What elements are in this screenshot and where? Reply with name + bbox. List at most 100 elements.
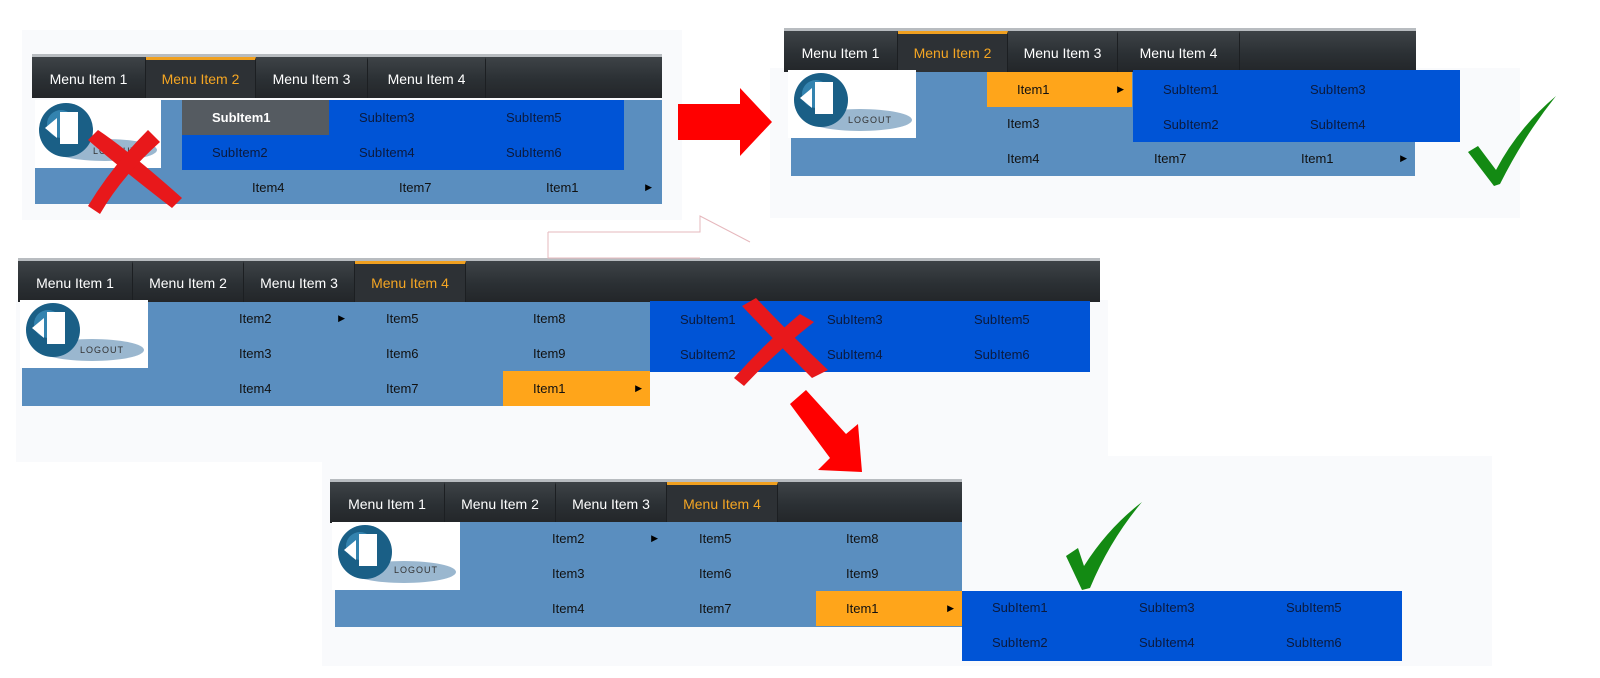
panel-3-item-4[interactable]: Item4 [239,381,272,396]
panel-1-subitem-5[interactable]: SubItem5 [506,110,562,125]
panel-3-item-8[interactable]: Item8 [533,311,566,326]
panel-4-subitem-1[interactable]: SubItem1 [992,600,1048,615]
panel-1-navbar: Menu Item 1 Menu Item 2 Menu Item 3 Menu… [32,54,662,98]
panel-3-tab-menu-item-2[interactable]: Menu Item 2 [133,261,244,302]
panel-4-tab-menu-item-2[interactable]: Menu Item 2 [445,482,556,523]
submenu-arrow-icon: ▶ [635,383,642,393]
panel-2-item-7[interactable]: Item7 [1154,151,1187,166]
panel-2-item-3[interactable]: Item3 [1007,116,1040,131]
panel-4-subitem-3[interactable]: SubItem3 [1139,600,1195,615]
panel-3-item-5[interactable]: Item5 [386,311,419,326]
panel-1-subitem-6[interactable]: SubItem6 [506,145,562,160]
panel-2-submenu [1133,70,1460,142]
panel-3-wrong-cross-icon [734,298,828,386]
panel-2-subitem-3[interactable]: SubItem3 [1310,82,1366,97]
panel-3-item-2[interactable]: Item2 ▶ [239,301,351,336]
panel-3-subitem-2[interactable]: SubItem2 [680,347,736,362]
panel-2-logout-logo[interactable]: LOGOUT [788,70,916,138]
panel-4-tab-menu-item-4[interactable]: Menu Item 4 [667,482,778,523]
panel-4-logout-logo[interactable]: LOGOUT [332,522,460,590]
panel-4-correct-check-icon [1066,502,1142,590]
panel-2-item-1-label: Item1 [1017,82,1050,97]
panel-4-tab-menu-item-1[interactable]: Menu Item 1 [330,482,445,523]
panel-3-tab-menu-item-1[interactable]: Menu Item 1 [18,261,133,302]
panel-4-subitem-4[interactable]: SubItem4 [1139,635,1195,650]
panel-4-tab-menu-item-3[interactable]: Menu Item 3 [556,482,667,523]
panel-1-tab-menu-item-2[interactable]: Menu Item 2 [146,57,256,98]
panel-2-item-1-bottom[interactable]: Item1 ▶ [1301,141,1413,176]
panel-3-tab-menu-item-3[interactable]: Menu Item 3 [244,261,355,302]
panel-3-item-3[interactable]: Item3 [239,346,272,361]
panel-3-subitem-3[interactable]: SubItem3 [827,312,883,327]
panel-4-submenu [962,591,1402,661]
panel-4-navbar: Menu Item 1 Menu Item 2 Menu Item 3 Menu… [330,479,962,523]
down-arrow-icon [790,390,862,472]
panel-4-item-4[interactable]: Item4 [552,601,585,616]
submenu-arrow-icon: ▶ [947,603,954,613]
logout-globe-icon [338,525,456,583]
panel-3-subitem-4[interactable]: SubItem4 [827,347,883,362]
panel-2-correct-check-icon [1468,96,1556,186]
panel-2-item-1[interactable]: Item1 ▶ [987,72,1132,107]
panel-4-subitem-6[interactable]: SubItem6 [1286,635,1342,650]
panel-1-subitem-1-label: SubItem1 [212,110,271,125]
panel-1-subitem-1[interactable]: SubItem1 [182,100,329,135]
panel-4-subitem-2[interactable]: SubItem2 [992,635,1048,650]
submenu-arrow-icon: ▶ [651,533,658,543]
panel-4-item-2[interactable]: Item2 ▶ [552,521,664,556]
panel-3-logout-label: LOGOUT [80,345,125,355]
panel-1-item-4[interactable]: Item4 [252,180,285,195]
panel-3-item-6[interactable]: Item6 [386,346,419,361]
logout-globe-icon [39,103,157,161]
panel-1-item-7[interactable]: Item7 [399,180,432,195]
panel-4-item-9[interactable]: Item9 [846,566,879,581]
panel-3-item-9[interactable]: Item9 [533,346,566,361]
panel-2-tab-menu-item-2[interactable]: Menu Item 2 [898,31,1008,72]
panel-4-item-1[interactable]: Item1 ▶ [816,591,962,626]
panel-3-submenu [650,301,1090,372]
panel-2-subitem-4[interactable]: SubItem4 [1310,117,1366,132]
panel-2-tab-menu-item-1[interactable]: Menu Item 1 [784,31,898,72]
panel-2-item-4[interactable]: Item4 [1007,151,1040,166]
panel-3-subitem-1[interactable]: SubItem1 [680,312,736,327]
panel-4-item-7[interactable]: Item7 [699,601,732,616]
panel-2-subitem-1[interactable]: SubItem1 [1163,82,1219,97]
panel-1-wrong-cross-icon [88,130,182,214]
panel-3-item-1-label: Item1 [533,381,566,396]
panel-4-item-8[interactable]: Item8 [846,531,879,546]
panel-4-item-1-label: Item1 [846,601,879,616]
panel-4-subitem-5[interactable]: SubItem5 [1286,600,1342,615]
panel-2-tab-menu-item-4[interactable]: Menu Item 4 [1118,31,1240,72]
panel-3-item-2-label: Item2 [239,311,272,326]
panel-1-tab-menu-item-3[interactable]: Menu Item 3 [256,57,368,98]
submenu-arrow-icon: ▶ [338,313,345,323]
logout-globe-icon [26,303,144,361]
panel-3-tab-menu-item-4[interactable]: Menu Item 4 [355,261,466,302]
panel-2-tab-menu-item-3[interactable]: Menu Item 3 [1008,31,1118,72]
panel-1-item-1[interactable]: Item1 ▶ [546,170,658,205]
panel-1-logout-logo[interactable]: LOGOUT [35,100,161,168]
panel-3-subitem-5[interactable]: SubItem5 [974,312,1030,327]
logout-globe-icon [794,73,912,131]
panel-3-logout-logo[interactable]: LOGOUT [20,300,148,368]
panel-3-item-7[interactable]: Item7 [386,381,419,396]
submenu-arrow-icon: ▶ [1117,84,1124,94]
connector-outline [547,215,751,259]
panel-1-item-1-label: Item1 [546,180,579,195]
panel-1-subitem-2[interactable]: SubItem2 [212,145,268,160]
panel-1-tab-menu-item-4[interactable]: Menu Item 4 [368,57,486,98]
panel-1-subitem-3[interactable]: SubItem3 [359,110,415,125]
panel-4-logout-label: LOGOUT [394,565,439,575]
panel-4-item-6[interactable]: Item6 [699,566,732,581]
panel-4-item-5[interactable]: Item5 [699,531,732,546]
panel-1-tab-menu-item-1[interactable]: Menu Item 1 [32,57,146,98]
panel-4-item-2-label: Item2 [552,531,585,546]
panel-1-subitem-4[interactable]: SubItem4 [359,145,415,160]
submenu-arrow-icon: ▶ [645,182,652,192]
panel-3-subitem-6[interactable]: SubItem6 [974,347,1030,362]
panel-2-logout-label: LOGOUT [848,115,893,125]
panel-3-item-1[interactable]: Item1 ▶ [503,371,650,406]
panel-2-subitem-2[interactable]: SubItem2 [1163,117,1219,132]
panel-4-item-3[interactable]: Item3 [552,566,585,581]
